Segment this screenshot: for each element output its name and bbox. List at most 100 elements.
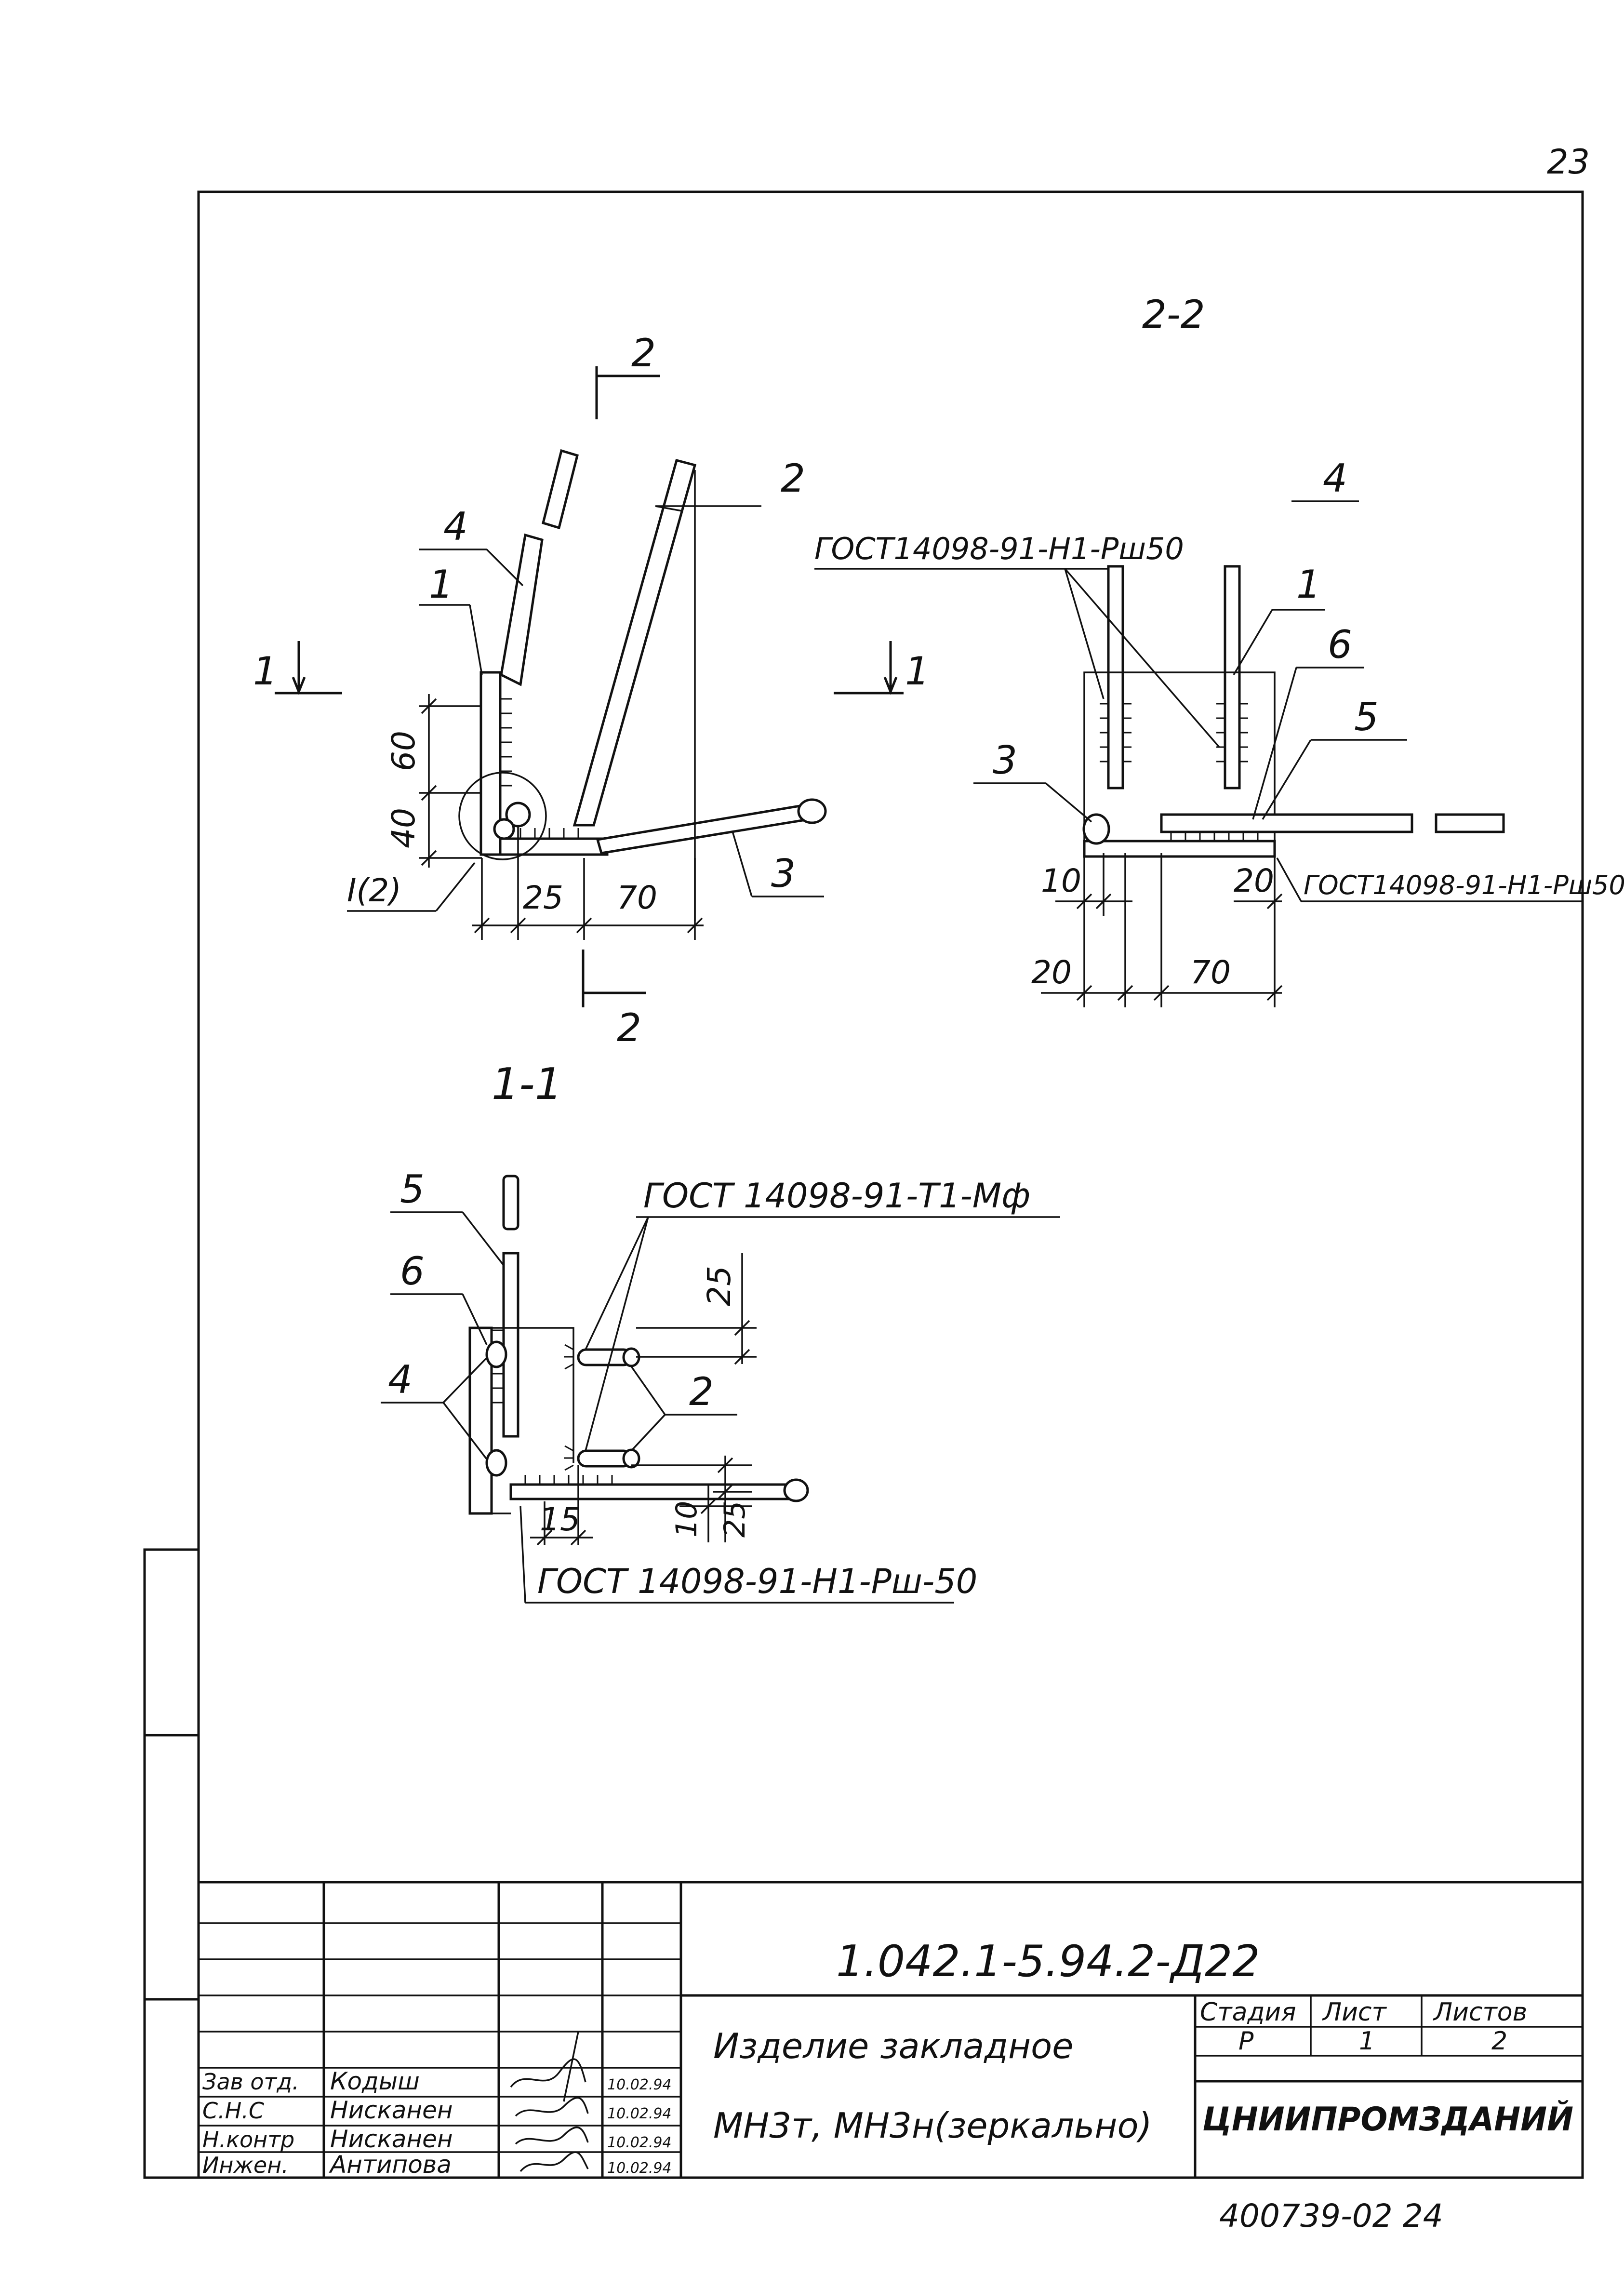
svg-text:2: 2 [617,1005,641,1050]
svg-text:Нисканен: Нисканен [330,2125,453,2153]
v2-label-3: 3 [973,738,1092,823]
svg-text:4: 4 [443,504,468,549]
hdr-sheets: Листов [1433,1998,1527,2027]
weld-marks [564,1344,574,1471]
v1-label-3: 3 [732,831,824,897]
v1-dim-vertical: 60 40 [385,694,482,868]
svg-text:2: 2 [689,1369,714,1414]
svg-text:5: 5 [400,1167,425,1212]
svg-text:1: 1 [1296,562,1321,607]
sign-row-2: Н.контр Нисканен 10.02.94 [202,2125,672,2153]
svg-text:4: 4 [388,1357,413,1402]
view-side: 2 2 1 1 [253,331,930,1110]
v3-weld-note-top: ГОСТ 14098-91-Т1-Мф [585,1176,1060,1451]
svg-text:С.Н.С: С.Н.С [202,2098,264,2124]
svg-text:Зав отд.: Зав отд. [202,2069,299,2095]
svg-text:25: 25 [701,1266,738,1306]
svg-text:60: 60 [385,731,422,771]
svg-text:40: 40 [385,808,422,848]
svg-text:10.02.94: 10.02.94 [607,2134,672,2151]
svg-text:Н.контр: Н.контр [202,2127,294,2153]
svg-text:2: 2 [631,331,656,375]
svg-text:Нисканен: Нисканен [330,2096,453,2124]
bar-section-b [493,818,515,840]
anchor-bar-4-leg-left [1107,565,1124,790]
hdr-sheet: Лист [1322,1998,1387,2027]
svg-text:10: 10 [670,1501,704,1538]
svg-text:6: 6 [400,1249,425,1294]
sign-row-1: С.Н.С Нисканен 10.02.94 [202,2096,672,2124]
val-sheet: 1 [1359,2027,1375,2056]
svg-text:5: 5 [1354,695,1379,739]
svg-text:25: 25 [523,879,563,916]
bar-5 [1160,813,1413,833]
v1-label-4: 4 [419,504,524,587]
v2-label-4: 4 [1291,456,1359,502]
val-stage: Р [1238,2027,1254,2056]
bar-3-plan-hatch [524,1475,613,1485]
view-title-1-1: 1-1 [492,1059,562,1110]
bar-section-a [505,802,531,828]
svg-text:Антипова: Антипова [329,2151,452,2179]
v2-dimensions: 10 20 20 70 [1031,853,1283,1007]
cut-mark-2-top: 2 [595,331,660,419]
svg-text:10: 10 [1041,862,1081,899]
svg-text:I(2): I(2) [347,872,401,909]
v2-label-6: 6 [1252,622,1364,820]
plate-6-bottom [1083,840,1276,858]
doc-code: 1.042.1-5.94.2-Д22 [836,1936,1260,1987]
anchor-bar-4 [500,533,544,686]
bar-4-section-top [485,1340,507,1368]
v3-label-2: 2 [630,1365,737,1452]
svg-text:10.02.94: 10.02.94 [607,2076,672,2093]
hdr-stage: Стадия [1200,1998,1296,2027]
v2-weld-note-bottom: ГОСТ14098-91-Н1-Рш50 [1276,857,1624,902]
svg-text:6: 6 [1328,622,1352,667]
svg-text:ГОСТ 14098-91-Н1-Рш-50: ГОСТ 14098-91-Н1-Рш-50 [537,1562,977,1601]
view-section-2-2: 2-2 [814,292,1624,1007]
svg-text:15: 15 [540,1501,580,1538]
detail-circle [458,772,547,860]
svg-text:70: 70 [617,879,657,916]
cut-mark-2-bottom: 2 [582,950,646,1050]
footer-code: 400739-02 24 [1219,2197,1443,2235]
anchor-bar-4-leg-right [1224,565,1241,790]
sign-row-3: Инжен. Антипова 10.02.94 [202,2151,672,2179]
v2-label-1: 1 [1233,562,1325,675]
svg-text:ГОСТ14098-91-Н1-Рш50: ГОСТ14098-91-Н1-Рш50 [1304,870,1624,900]
svg-text:1: 1 [429,562,453,607]
svg-text:25: 25 [718,1501,752,1538]
svg-text:3: 3 [771,851,796,896]
v3-label-4: 4 [381,1356,489,1461]
cut-mark-1-right: 1 [834,641,930,695]
svg-text:ГОСТ14098-91-Н1-Рш50: ГОСТ14098-91-Н1-Рш50 [814,531,1184,566]
v1-detail-ref: I(2) [347,862,476,912]
svg-text:ГОСТ 14098-91-Т1-Мф: ГОСТ 14098-91-Т1-Мф [643,1176,1030,1216]
svg-text:10.02.94: 10.02.94 [607,2160,672,2177]
bar-5-plan-top [502,1175,519,1231]
svg-text:4: 4 [1323,456,1347,501]
bar-5-end [1435,813,1505,833]
svg-text:Кодыш: Кодыш [330,2067,420,2095]
svg-text:1: 1 [905,649,930,694]
svg-text:10.02.94: 10.02.94 [607,2105,672,2122]
view-title-2-2: 2-2 [1142,292,1205,337]
item-name-line1: Изделие закладное [713,2026,1073,2066]
view-section-1-1: 5 6 4 2 ГОСТ 14098-91-Т1-Мф [381,1167,1060,1604]
item-name-line2: МН3т, МН3н(зеркально) [713,2105,1152,2146]
svg-text:3: 3 [993,738,1017,783]
bar-4-section-bottom [485,1449,507,1477]
bar-3-end [797,798,827,824]
svg-text:1: 1 [253,649,278,694]
v3-label-6: 6 [390,1249,488,1345]
v1-label-2: 2 [655,456,805,512]
svg-text:2: 2 [781,456,805,501]
val-sheets: 2 [1491,2027,1507,2056]
leg-hatch [1100,703,1248,763]
organization: ЦНИИПРОМЗДАНИЙ [1202,2100,1573,2139]
page-number: 23 [1547,142,1590,182]
v1-label-1: 1 [419,562,483,675]
v3-dimensions: 25 10 25 15 [530,1253,757,1546]
svg-text:70: 70 [1190,954,1231,991]
